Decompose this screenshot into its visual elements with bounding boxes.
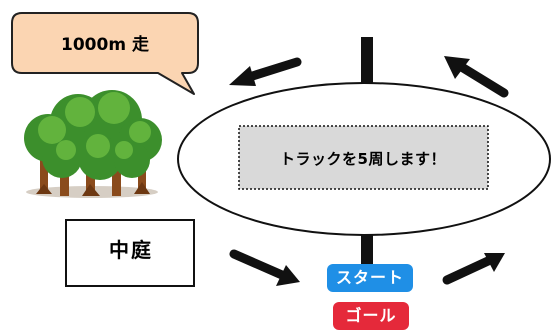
arrow-bottom-left <box>229 249 300 286</box>
start-sign: スタート <box>327 264 413 292</box>
track-note-text: トラックを5周します！ <box>280 150 446 168</box>
arrow-top-right <box>444 56 509 98</box>
tree-illustration <box>24 90 162 198</box>
speech-bubble-text: 1000m 走 <box>61 35 149 55</box>
arrow-top-left <box>229 57 302 86</box>
goal-sign: ゴール <box>333 302 409 330</box>
courtyard-box <box>65 219 195 287</box>
arrow-bottom-right <box>442 253 505 285</box>
speech-bubble <box>11 12 199 95</box>
track-note-box <box>238 125 489 190</box>
courtyard-label: 中庭 <box>109 238 153 262</box>
